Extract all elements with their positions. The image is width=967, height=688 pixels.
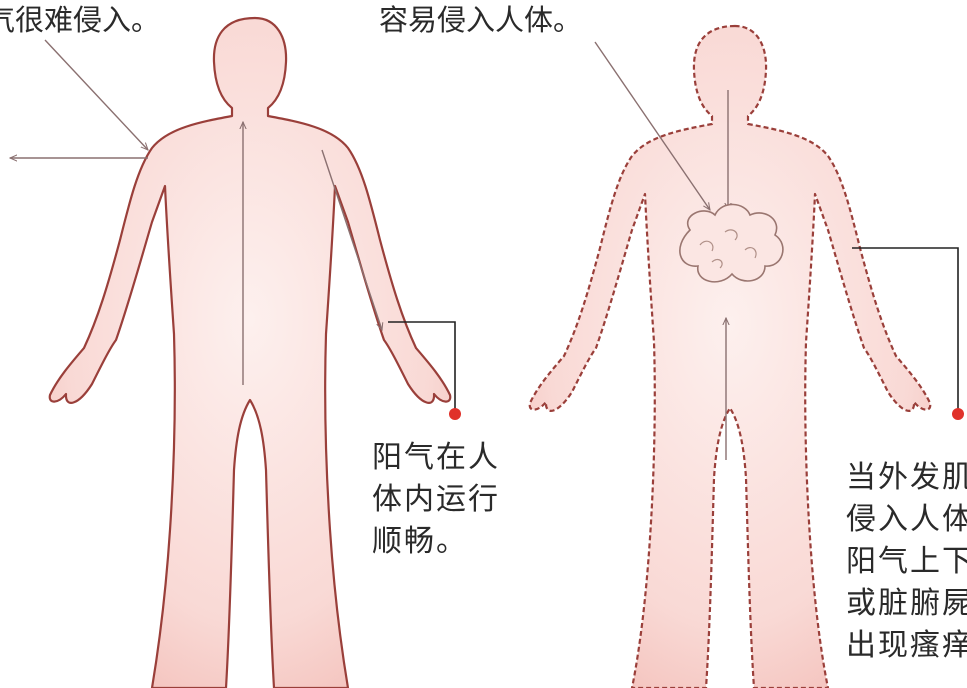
- note-right-line: 或脏腑屍: [846, 583, 967, 625]
- note-right-line: 侵入人体: [846, 499, 967, 541]
- caption-top-right: 容易侵入人体。: [379, 6, 582, 35]
- note-left-line: 体内运行: [372, 479, 500, 521]
- note-right-line: 当外发肌: [846, 457, 967, 499]
- note-left-line: 阳气在人: [372, 437, 500, 479]
- note-right: 当外发肌 侵入人体 阳气上下 或脏腑屍 出现瘙痒: [846, 457, 967, 667]
- note-right-line: 出现瘙痒: [846, 625, 967, 667]
- healthy-body-figure: [50, 18, 451, 688]
- note-left: 阳气在人 体内运行 顺畅。: [372, 437, 500, 563]
- marker-dot-right: [952, 408, 964, 420]
- note-left-line: 顺畅。: [372, 521, 500, 563]
- marker-dot-left: [449, 408, 461, 420]
- note-right-line: 阳气上下: [846, 541, 967, 583]
- caption-top-left: 气很难侵入。: [0, 6, 160, 35]
- pathogen-arrow-in: [45, 40, 148, 150]
